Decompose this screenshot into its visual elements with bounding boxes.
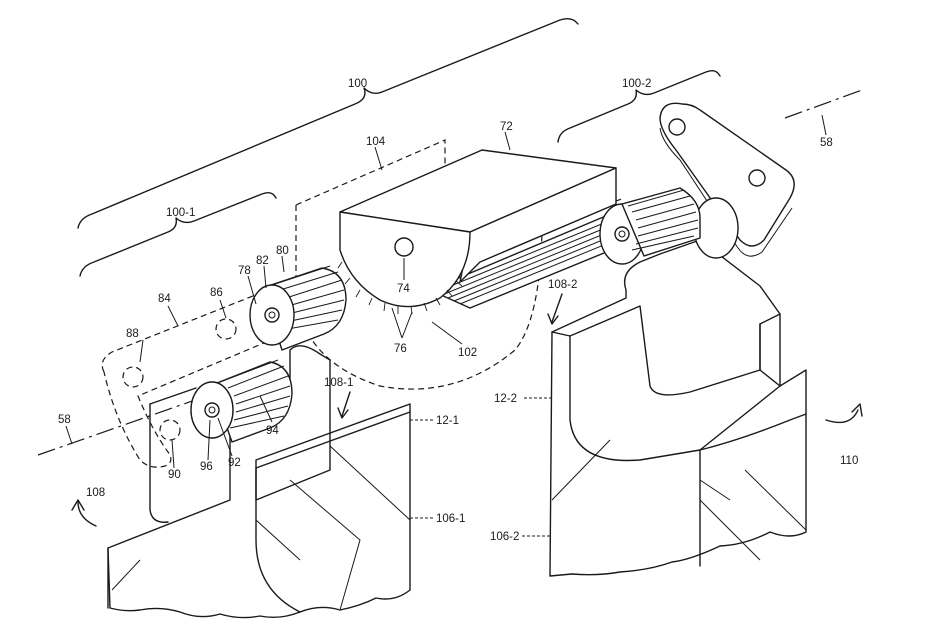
label-106-1: 106-1	[436, 513, 465, 525]
label-108-1: 108-1	[324, 377, 353, 389]
label-74: 74	[397, 283, 410, 295]
label-94: 94	[266, 425, 279, 437]
label-72: 72	[500, 121, 513, 133]
rotation-arrow-108	[71, 499, 97, 527]
label-92: 92	[228, 457, 241, 469]
label-86: 86	[210, 287, 223, 299]
label-96: 96	[200, 461, 213, 473]
triangular-bracket	[659, 102, 795, 257]
brace-100-2	[557, 69, 721, 143]
label-104: 104	[366, 136, 386, 148]
right-gear-pair	[599, 187, 739, 265]
upper-left-gear-80	[249, 265, 347, 351]
rotation-arrow-110	[825, 403, 863, 424]
left-hinge-mount-106-1	[107, 345, 411, 619]
reference-labels: 100 100-1 100-2 104 72 58 58 80 82 78 84…	[58, 78, 858, 543]
label-12-1: 12-1	[436, 415, 459, 427]
label-100-1: 100-1	[166, 207, 195, 219]
label-88: 88	[126, 328, 139, 340]
label-106-2: 106-2	[490, 531, 519, 543]
label-100-2: 100-2	[622, 78, 651, 90]
label-100: 100	[348, 78, 367, 90]
direction-arrow-108-1	[337, 391, 351, 419]
leader-lines	[65, 114, 827, 537]
right-hinge-mount-106-2	[549, 239, 807, 577]
label-76: 76	[394, 343, 407, 355]
label-84: 84	[158, 293, 171, 305]
label-90: 90	[168, 469, 181, 481]
brace-100	[77, 17, 579, 229]
label-58-right: 58	[820, 137, 833, 149]
label-108: 108	[86, 487, 105, 499]
cam-block-72	[337, 149, 617, 315]
label-80: 80	[276, 245, 289, 257]
label-58-left: 58	[58, 414, 71, 426]
label-108-2: 108-2	[548, 279, 577, 291]
label-110: 110	[840, 455, 858, 467]
direction-arrow-108-2	[547, 293, 563, 325]
label-78: 78	[238, 265, 251, 277]
label-82: 82	[256, 255, 269, 267]
brace-100-1	[79, 191, 277, 277]
label-12-2: 12-2	[494, 393, 517, 405]
label-102: 102	[458, 347, 477, 359]
